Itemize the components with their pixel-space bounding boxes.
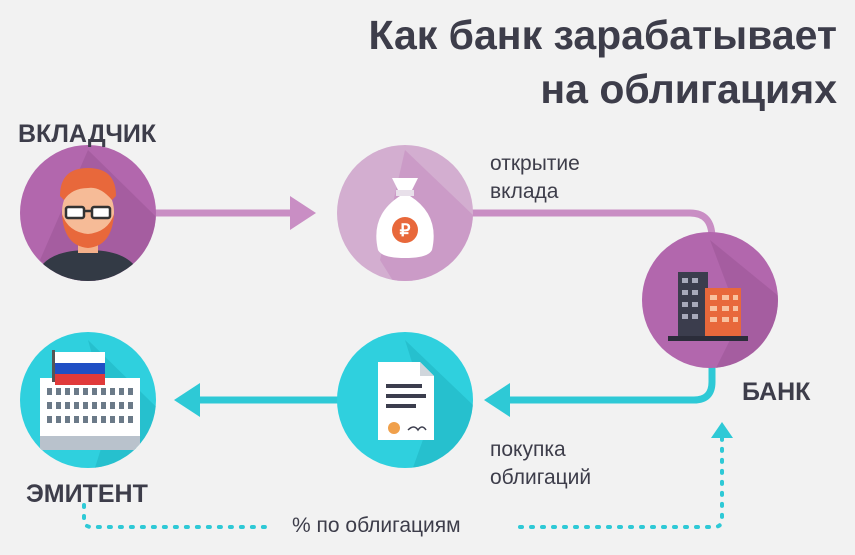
bond-document-icon: [337, 332, 473, 468]
page-title: Как банк зарабатывает на облигациях: [368, 8, 837, 116]
deposit-edge-label: открытие вклада: [490, 150, 580, 206]
russian-flag-icon: [52, 350, 105, 385]
svg-text:₽: ₽: [400, 221, 411, 240]
connector-bank-to-doc: [505, 362, 716, 404]
building-windows: [47, 388, 133, 423]
purchase-label-line-1: покупка: [490, 438, 566, 461]
interest-edge-label: % по облигациям: [292, 514, 461, 537]
purchase-label-line-2: облигаций: [490, 466, 592, 489]
bank-label: БАНК: [742, 378, 811, 406]
issuer-label: ЭМИТЕНТ: [26, 480, 148, 508]
title-line-1: Как банк зарабатывает: [368, 12, 837, 58]
purchase-edge-label: покупка облигаций: [490, 436, 591, 492]
deposit-label-line-2: вклада: [490, 180, 559, 203]
depositor-label: ВКЛАДЧИК: [18, 120, 157, 148]
title-line-2: на облигациях: [540, 66, 837, 112]
arrow-depositor-to-bag: [150, 196, 316, 230]
deposit-label-line-1: открытие: [490, 152, 580, 175]
dotted-interest-path: [82, 436, 724, 529]
bank-building-icon: [642, 232, 778, 368]
dotted-arrowhead: [711, 422, 733, 438]
connector-bag-to-bank: [470, 209, 716, 239]
depositor-avatar: [20, 145, 156, 281]
arrowhead-to-doc: [484, 383, 510, 417]
arrow-doc-to-issuer: [174, 383, 340, 417]
issuer-building-icon: [20, 332, 156, 468]
money-bag-icon: ₽: [337, 145, 473, 281]
